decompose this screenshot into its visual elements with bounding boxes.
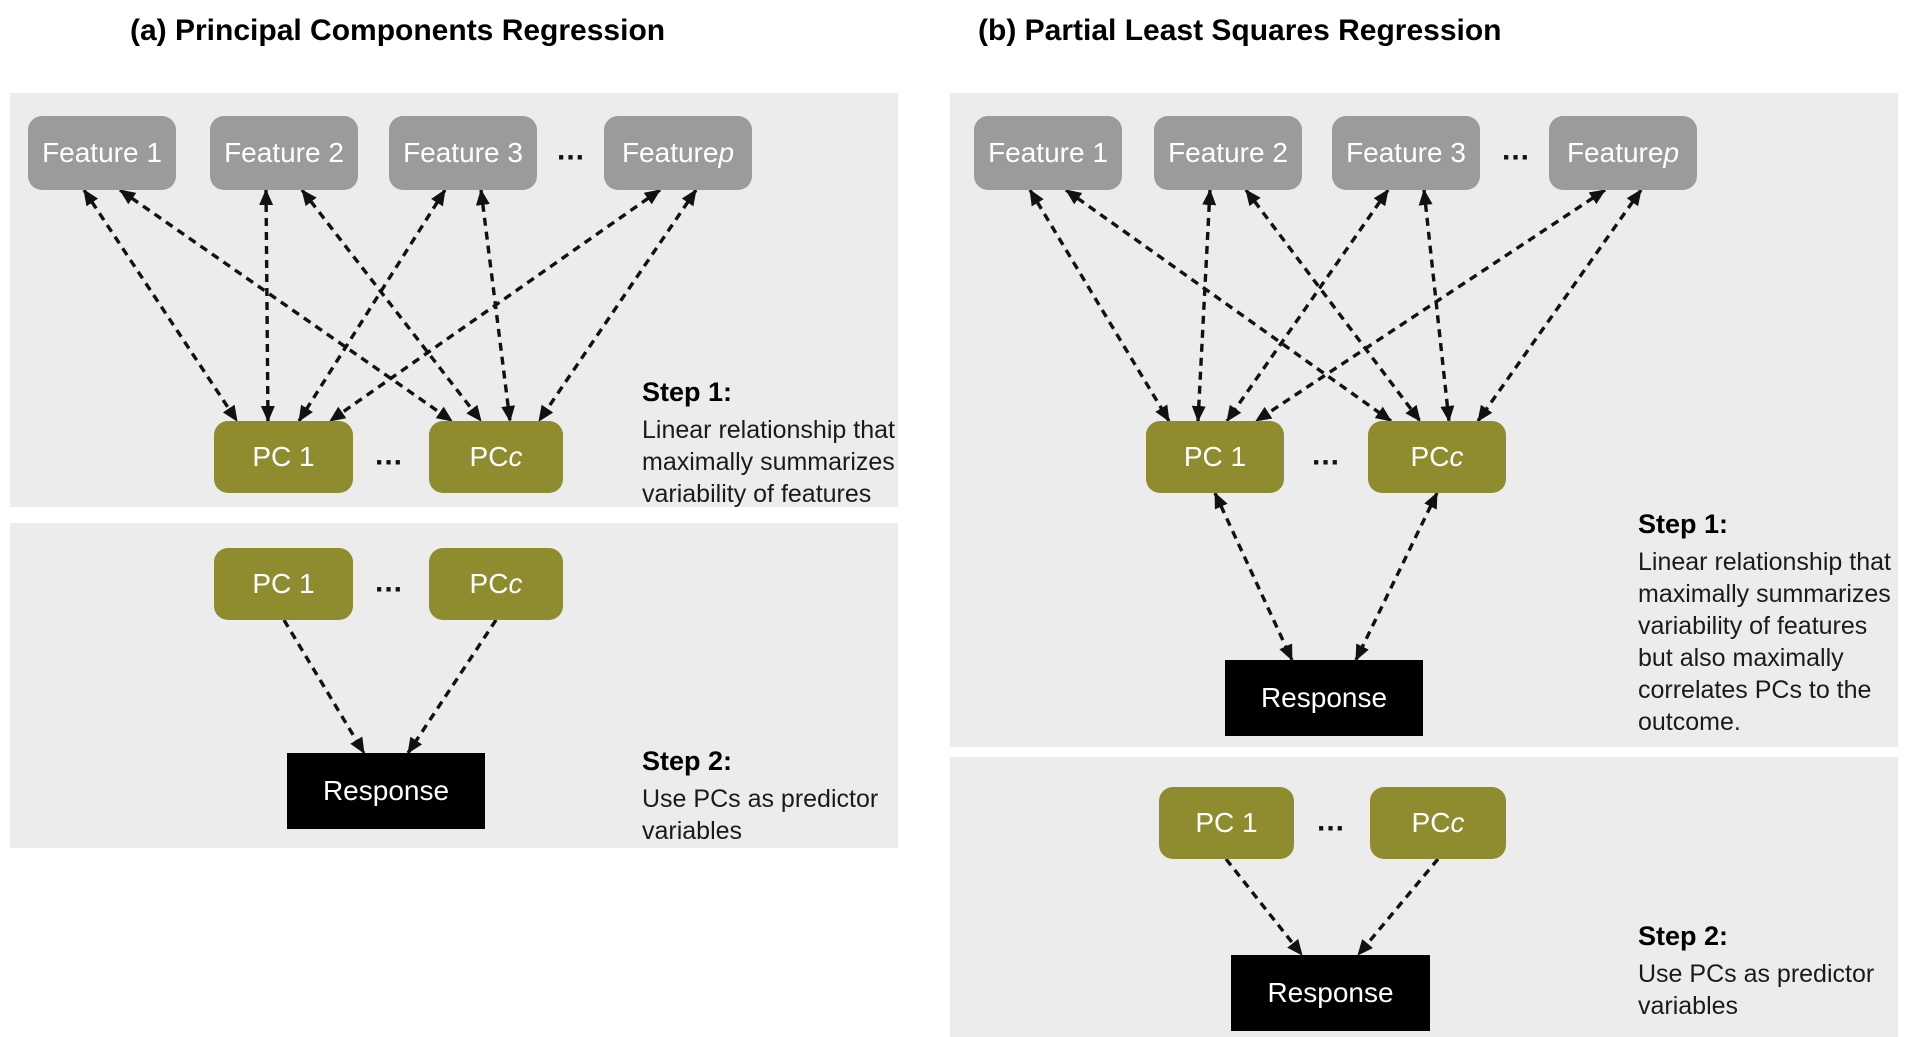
panel-a-response-box: Response [287,753,485,829]
edge-b-step2-pc-1-to-b-response-2 [1224,857,1304,957]
step-heading: Step 2: [642,746,733,776]
panel-a-step1-pc-ellipsis: ... [374,438,404,472]
step-line: variables [1638,992,1739,1020]
panel-a-step2-pc-ellipsis: ... [374,565,404,599]
edge-a-feature-2-to-a-pc-c [300,188,483,423]
edge-b-feature-1-to-b-pc-c [1065,188,1392,423]
panel-a-feature-ellipsis: ... [556,133,586,167]
step-heading: Step 2: [1638,921,1729,951]
edge-b-pc-c-to-b-response-1 [1354,492,1439,661]
edge-a-step2-pc-1-to-a-response [282,619,366,754]
step-line: Use PCs as predictor [1638,960,1875,988]
panel-a-step2-text: Step 2: Use PCs as predictor variables [642,743,878,847]
panel-b-feature-1-box: Feature 1 [974,116,1122,190]
panel-a-step2-pcc-box: PC c [429,548,563,620]
step-line: Use PCs as predictor [642,785,879,813]
panel-b-step2-text: Step 2: Use PCs as predictor variables [1638,918,1874,1022]
step-line: correlates PCs to the [1638,676,1872,704]
panel-a-step2-pc1-box: PC 1 [214,548,353,620]
step-heading: Step 1: [642,377,733,407]
edge-a-feature-3-to-a-pc-1 [297,189,447,422]
step-line: outcome. [1638,708,1741,736]
edge-a-feature-1-to-a-pc-1 [82,189,239,422]
step-line: Linear relationship that [1638,548,1891,576]
edge-a-step2-pc-c-to-a-response [406,619,498,754]
panel-b-step1-text: Step 1: Linear relationship that maximal… [1638,506,1891,738]
panel-b-feature-p-box: Feature p [1549,116,1697,190]
panel-a-feature-3-box: Feature 3 [389,116,537,190]
edge-b-feature-2-to-b-pc-1 [1191,189,1217,422]
panel-a-feature-1-box: Feature 1 [28,116,176,190]
panel-a-feature-p-box: Feature p [604,116,752,190]
panel-b-step2-response-box: Response [1231,955,1430,1031]
step-line: Linear relationship that [642,416,895,444]
step-line: but also maximally [1638,644,1844,672]
panel-b-step1-pc-ellipsis: ... [1311,438,1341,472]
edge-b-feature-2-to-b-pc-c [1244,188,1422,423]
panel-a-feature-2-box: Feature 2 [210,116,358,190]
step-line: maximally summarizes [1638,580,1891,608]
panel-b-feature-ellipsis: ... [1501,133,1531,167]
panel-b-step2-pc-ellipsis: ... [1316,804,1346,838]
panel-b-title: (b) Partial Least Squares Regression [978,14,1502,47]
step-line: variability of features [642,480,872,508]
panel-b-step1-pcc-box: PC c [1368,421,1506,493]
panel-a-step1-pcc-box: PC c [429,421,563,493]
edge-a-feature-p-to-a-pc-1 [329,188,661,423]
panel-b-step2-pc1-box: PC 1 [1159,787,1294,859]
edge-a-feature-p-to-a-pc-c [537,189,698,422]
edge-a-feature-2-to-a-pc-1 [259,189,275,422]
panel-a-title: (a) Principal Components Regression [130,14,666,47]
panel-b-step1-pc1-box: PC 1 [1146,421,1284,493]
panel-a-step1-pc1-box: PC 1 [214,421,353,493]
step-line: variables [642,817,743,845]
panel-b-feature-3-box: Feature 3 [1332,116,1480,190]
panel-b-feature-2-box: Feature 2 [1154,116,1302,190]
step-line: maximally summarizes [642,448,895,476]
edge-b-feature-p-to-b-pc-c [1476,189,1643,422]
panel-a-step1-text: Step 1: Linear relationship that maximal… [642,374,895,510]
panel-b-step2-pcc-box: PC c [1370,787,1506,859]
step-heading: Step 1: [1638,509,1729,539]
panel-b-step1-response-box: Response [1225,660,1423,736]
edge-a-feature-1-to-a-pc-c [119,188,453,423]
edge-b-step2-pc-c-to-b-response-2 [1356,857,1440,957]
edge-b-feature-1-to-b-pc-1 [1028,189,1171,422]
edge-b-pc-1-to-b-response-1 [1213,492,1294,661]
step-line: variability of features [1638,612,1868,640]
